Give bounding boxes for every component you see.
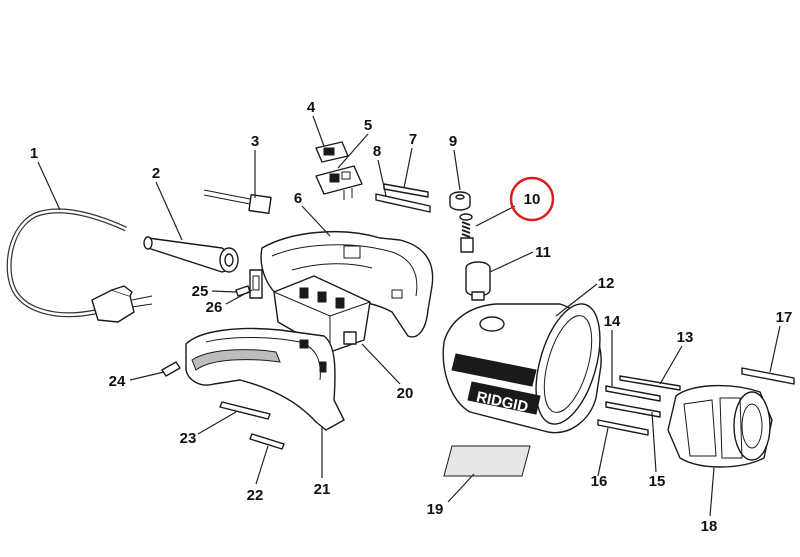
callout-26: 26 [206,299,223,316]
callout-18: 18 [701,518,718,535]
callout-4: 4 [307,99,316,116]
part-4-switch-contact [315,141,349,163]
callout-14: 14 [604,313,621,330]
callout-12: 12 [598,275,615,292]
part-8-wire-lead [375,193,431,213]
part-15-wire-lead [605,401,661,418]
callout-16: 16 [591,473,608,490]
callout-7: 7 [409,131,417,148]
part-13-wire-lead [619,375,681,391]
part-25-screw [235,285,251,297]
callout-labels: 1 2 3 4 5 6 7 8 9 10 11 12 13 14 15 16 1… [30,99,793,535]
part-18-field-stator [667,384,773,468]
callout-23: 23 [180,430,197,447]
callout-11: 11 [535,244,551,261]
part-16-wire-lead [597,419,649,436]
part-26-pin [249,269,263,299]
part-14-wire-lead [605,385,661,402]
callout-15: 15 [649,473,666,490]
callout-20: 20 [397,385,414,402]
part-21-lower-handle [185,327,345,431]
part-23-rod [219,401,271,420]
part-19-label-plate [443,445,531,477]
callout-13: 13 [677,329,694,346]
callout-3: 3 [251,133,259,150]
part-17-screw [741,367,795,385]
part-10-carbon-brush [459,213,474,253]
part-22-pin [249,433,285,450]
callout-6: 6 [294,190,302,207]
part-24-screw [161,361,181,377]
callout-10-highlight-circle [509,176,555,222]
callout-5: 5 [364,117,372,134]
part-9-brush-cap [449,191,471,211]
callout-9: 9 [449,133,457,150]
part-7-wire-lead [383,183,429,198]
callout-22: 22 [247,487,264,504]
callout-24: 24 [109,373,126,390]
callout-10: 10 [524,191,541,208]
callout-1: 1 [30,145,38,162]
callout-17: 17 [776,309,793,326]
part-2-strain-relief [143,236,239,273]
part-1-power-cord [6,208,153,323]
callout-21: 21 [314,481,331,498]
part-5-switch-block [315,165,363,200]
callout-19: 19 [427,501,444,518]
part-3-terminal-lead [203,189,272,215]
callout-25: 25 [192,283,209,300]
part-11-brush-holder [465,261,491,301]
part-12-motor-housing: RIDGID [442,303,602,434]
callout-2: 2 [152,165,160,182]
leader-lines [37,115,781,517]
callout-8: 8 [373,143,381,160]
